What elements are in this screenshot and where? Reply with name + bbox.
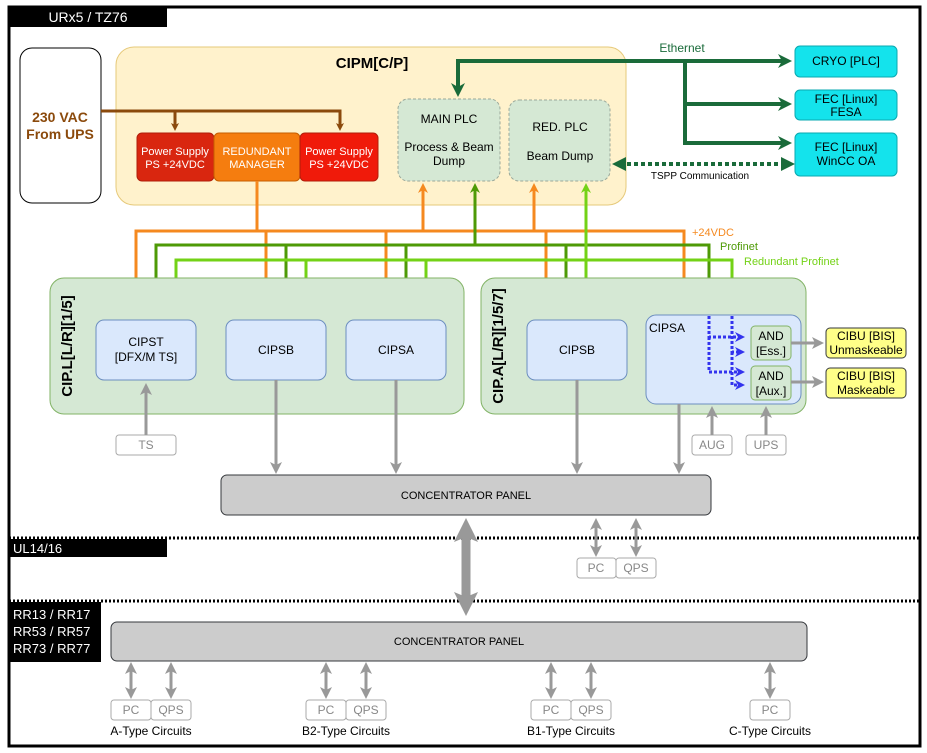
circuit-io-box	[749, 699, 791, 721]
zone-label-bg-middle	[9, 539, 167, 557]
circuit-io-box	[570, 699, 612, 721]
cibu-mask-line2: Maskeable	[837, 383, 895, 397]
and-ess-line2: [Ess.]	[756, 344, 786, 358]
ps-left-line2: PS +24VDC	[145, 159, 205, 171]
circuit-group-label: A-Type Circuits	[110, 724, 191, 738]
cibu-unmask-line2: Unmaskeable	[829, 343, 903, 357]
cibu-unmaskable	[825, 327, 907, 359]
circuit-io-label: PC	[123, 703, 140, 717]
concentrator-top-label: CONCENTRATOR PANEL	[401, 490, 531, 502]
ps-left-line1: Power Supply	[141, 146, 209, 158]
cipsa-a-label: CIPSA	[649, 321, 685, 335]
circuit-io-label: PC	[762, 703, 779, 717]
red-plc-line2: Beam Dump	[527, 149, 594, 163]
target-wincc-line2: WinCC OA	[817, 154, 876, 168]
top-qps-box	[615, 557, 657, 579]
target-cryo-label: CRYO [PLC]	[812, 54, 880, 68]
cipm-title: CIPM[C/P]	[336, 55, 409, 72]
circuit-io-box	[150, 699, 192, 721]
concentrator-panel-bottom	[110, 621, 808, 662]
circuit-io-label: PC	[318, 703, 335, 717]
logic-red-profinet-to-aux	[730, 352, 745, 390]
ethernet-to-wincc	[683, 61, 792, 150]
circuit-io-label: QPS	[158, 703, 183, 717]
ps-right-line2: PS +24VDC	[309, 159, 369, 171]
logic-profinet-to-aux	[707, 337, 745, 377]
zone-label-bg-bottom	[9, 602, 101, 662]
cipsb-l-label: CIPSB	[258, 343, 294, 357]
and-ess-line1: AND	[758, 329, 784, 343]
vac-source-line2: From UPS	[26, 126, 94, 142]
cipsa-l-label: CIPSA	[378, 343, 414, 357]
target-fesa	[794, 89, 898, 121]
tspp-arrow-left	[612, 157, 626, 171]
main-plc-line2: Process & Beam	[404, 140, 493, 154]
ethernet-to-main-plc	[451, 59, 785, 97]
legend-red-profinet: Redundant Profinet	[744, 256, 839, 268]
cip-a-title: CIP.A[L/R][1/5/7]	[490, 288, 507, 404]
aug-input-label: AUG	[699, 438, 725, 452]
circuit-io-box	[345, 699, 387, 721]
main-plc-line3: Dump	[433, 154, 465, 168]
circuit-groups: PC QPS A-Type Circuits PC QPS B2-Type Circuit…	[110, 662, 811, 738]
redundant-plc	[508, 99, 611, 182]
top-pc-label: PC	[588, 561, 605, 575]
circuit-group-label: B2-Type Circuits	[302, 724, 390, 738]
zone-label-bottom-2: RR53 / RR57	[13, 624, 90, 639]
tspp-arrow-right	[781, 157, 795, 171]
zone-label-middle: UL14/16	[13, 541, 62, 556]
circuit-io-label: PC	[543, 703, 560, 717]
circuit-group-label: B1-Type Circuits	[527, 724, 615, 738]
target-cryo	[794, 45, 898, 78]
target-wincc	[794, 132, 898, 177]
circuit-group-label: C-Type Circuits	[729, 724, 811, 738]
ps-right-line1: Power Supply	[305, 146, 373, 158]
target-fesa-line1: FEC [Linux]	[815, 92, 878, 106]
vac-line-right	[101, 109, 344, 131]
main-plc	[397, 98, 501, 182]
power-supply-right	[299, 132, 379, 182]
and-aux-line2: [Aux.]	[756, 384, 787, 398]
cipst-line1: CIPST	[128, 335, 164, 349]
concentrator-panel-top	[220, 474, 712, 516]
top-qps-label: QPS	[623, 561, 648, 575]
ts-input-label: TS	[138, 438, 153, 452]
tspp-label: TSPP Communication	[651, 171, 749, 182]
zone-label-bottom-1: RR13 / RR17	[13, 607, 90, 622]
concentrator-bottom-label: CONCENTRATOR PANEL	[394, 636, 524, 648]
cipsb-a-label: CIPSB	[559, 343, 595, 357]
cip-l-title: CIP.L[L/R][1/5]	[59, 295, 76, 396]
target-fesa-line2: FESA	[830, 105, 861, 119]
legend-profinet: Profinet	[720, 241, 758, 253]
vac-source-line1: 230 VAC	[32, 109, 88, 125]
ups-input-label: UPS	[754, 438, 779, 452]
main-plc-line1: MAIN PLC	[421, 112, 478, 126]
outer-frame	[7, 5, 922, 748]
zone-label-top: URx5 / TZ76	[48, 9, 127, 25]
zone-label-bg-top	[9, 7, 167, 27]
circuit-io-label: QPS	[578, 703, 603, 717]
manager-line1: REDUNDANT	[222, 146, 291, 158]
red-plc-line1: RED. PLC	[532, 120, 588, 134]
cibu-mask-line1: CIBU [BIS]	[837, 369, 895, 383]
cipst-line2: [DFX/M TS]	[115, 350, 177, 364]
cibu-maskable	[825, 367, 907, 399]
legend-power: +24VDC	[692, 227, 734, 239]
and-aux-line1: AND	[758, 369, 784, 383]
target-wincc-line1: FEC [Linux]	[815, 140, 878, 154]
vac-source-box	[19, 47, 102, 204]
cibu-unmask-line1: CIBU [BIS]	[837, 329, 895, 343]
manager-line2: MANAGER	[229, 159, 285, 171]
cipst-box	[95, 319, 197, 381]
ethernet-label: Ethernet	[659, 41, 705, 55]
zone-label-bottom-3: RR73 / RR77	[13, 641, 90, 656]
circuit-io-label: QPS	[353, 703, 378, 717]
